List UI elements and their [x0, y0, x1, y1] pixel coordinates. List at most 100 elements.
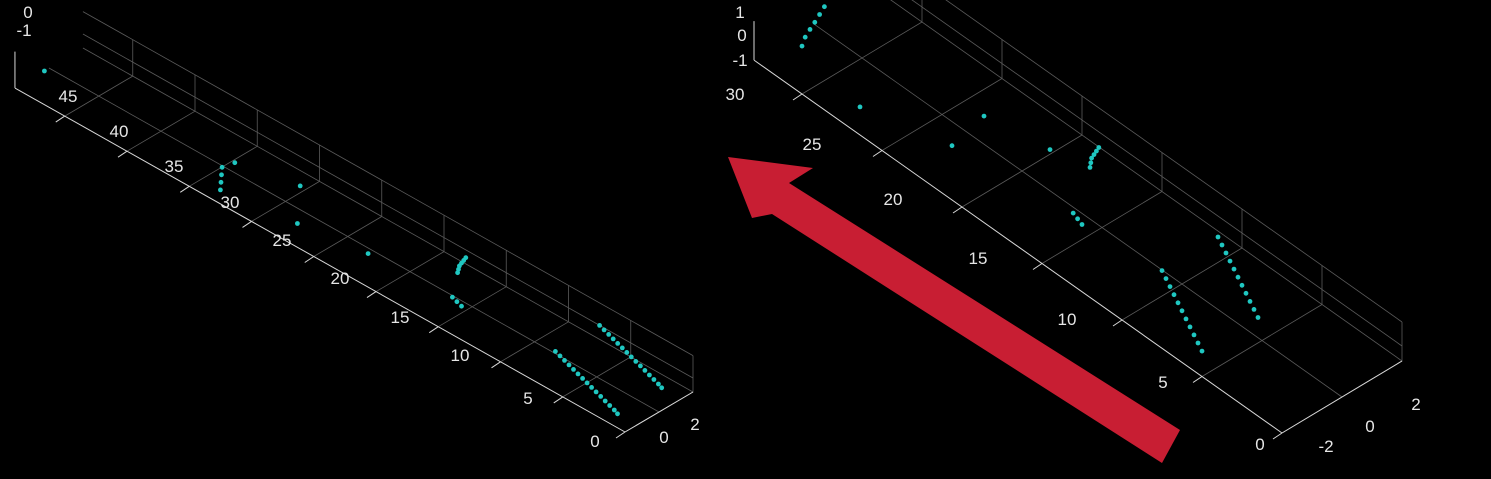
right-axes	[753, 21, 1403, 440]
data-point	[1175, 300, 1181, 306]
y-tick-mark	[428, 326, 439, 334]
grid-line	[82, 33, 694, 379]
y-tick-mark	[117, 150, 128, 158]
data-point	[802, 34, 808, 40]
data-point	[659, 385, 665, 391]
y-tick-label: 20	[884, 190, 903, 209]
grid-line	[813, 23, 1343, 398]
data-point	[295, 221, 300, 226]
data-point	[1187, 324, 1193, 330]
data-point	[1091, 152, 1097, 158]
data-point	[812, 19, 818, 25]
data-point	[1199, 348, 1205, 354]
data-point	[232, 160, 238, 166]
data-point	[1231, 266, 1237, 272]
data-point	[219, 172, 224, 178]
data-point	[42, 68, 47, 74]
y-tick-mark	[615, 431, 626, 439]
y-tick-mark	[553, 396, 564, 404]
z-tick-label: 0	[737, 26, 746, 45]
data-point	[619, 345, 625, 351]
data-point	[615, 341, 621, 346]
grid-line	[945, 0, 1403, 323]
y-tick-label: 20	[331, 269, 350, 288]
data-point	[1079, 222, 1085, 227]
data-point	[642, 368, 648, 373]
data-point	[1163, 276, 1169, 281]
y-tick-label: 10	[1058, 310, 1077, 329]
y-tick-mark	[491, 361, 501, 369]
y-tick-mark	[366, 291, 377, 299]
data-point	[1235, 274, 1241, 280]
data-point	[1096, 145, 1102, 150]
data-point	[580, 376, 585, 381]
data-point	[562, 358, 567, 363]
grid-line	[890, 0, 1403, 362]
y-tick-label: 40	[110, 122, 129, 141]
x-axis-line	[1281, 360, 1403, 434]
x-tick-label: -2	[1318, 437, 1333, 456]
data-point	[575, 371, 581, 377]
y-tick-mark	[872, 150, 883, 157]
grid-line	[500, 285, 569, 363]
data-point	[1223, 250, 1229, 256]
data-point	[807, 27, 813, 32]
y-tick-label: 10	[451, 346, 470, 365]
data-point	[610, 336, 616, 342]
z-tick-label: 1	[735, 3, 744, 22]
y-tick-mark	[1192, 376, 1203, 383]
data-point	[219, 164, 225, 170]
data-point	[1075, 216, 1080, 222]
grid-line	[562, 320, 632, 398]
y-tick-mark	[1272, 432, 1283, 440]
right-grid	[801, 0, 1403, 434]
data-point	[628, 354, 634, 360]
arrow-icon	[728, 157, 1180, 463]
grid-line	[126, 74, 196, 152]
z-tick-label: -1	[16, 21, 31, 40]
data-point	[1195, 340, 1201, 346]
y-tick-label: 35	[165, 157, 184, 176]
y-tick-label: 45	[59, 87, 78, 106]
y-tick-label: 5	[1158, 373, 1167, 392]
z-tick-label: 0	[23, 3, 32, 22]
data-point	[1070, 210, 1076, 216]
y-tick-label: 15	[969, 249, 988, 268]
data-point	[1247, 299, 1253, 304]
data-point	[593, 389, 599, 395]
x-tick-label: 0	[659, 428, 668, 447]
grid-line	[911, 0, 1403, 347]
data-point	[817, 12, 822, 17]
x-axis-line	[624, 391, 694, 433]
grid-line	[1041, 152, 1163, 264]
data-point	[584, 380, 590, 386]
data-point	[571, 367, 576, 372]
z-tick-label: -1	[732, 51, 747, 70]
y-tick-label: 25	[803, 135, 822, 154]
y-axis-line	[753, 59, 1283, 434]
grid-line	[1121, 209, 1243, 321]
y-tick-mark	[242, 220, 252, 228]
x-tick-label: 2	[690, 415, 699, 434]
data-point	[1087, 165, 1093, 170]
data-point	[589, 385, 594, 390]
data-point	[1047, 147, 1053, 153]
data-point	[799, 43, 805, 49]
left-axes	[14, 51, 694, 439]
data-point	[1215, 234, 1221, 240]
right-data-points	[799, 4, 1261, 354]
grid-line	[1281, 322, 1403, 434]
data-point	[633, 359, 639, 364]
y-tick-label: 15	[391, 308, 410, 327]
data-point	[597, 323, 602, 328]
data-point	[611, 407, 617, 413]
data-point	[297, 183, 303, 189]
data-point	[615, 411, 620, 417]
data-point	[553, 349, 558, 354]
data-point	[1094, 148, 1099, 154]
data-point	[651, 377, 657, 382]
data-point	[454, 299, 460, 305]
